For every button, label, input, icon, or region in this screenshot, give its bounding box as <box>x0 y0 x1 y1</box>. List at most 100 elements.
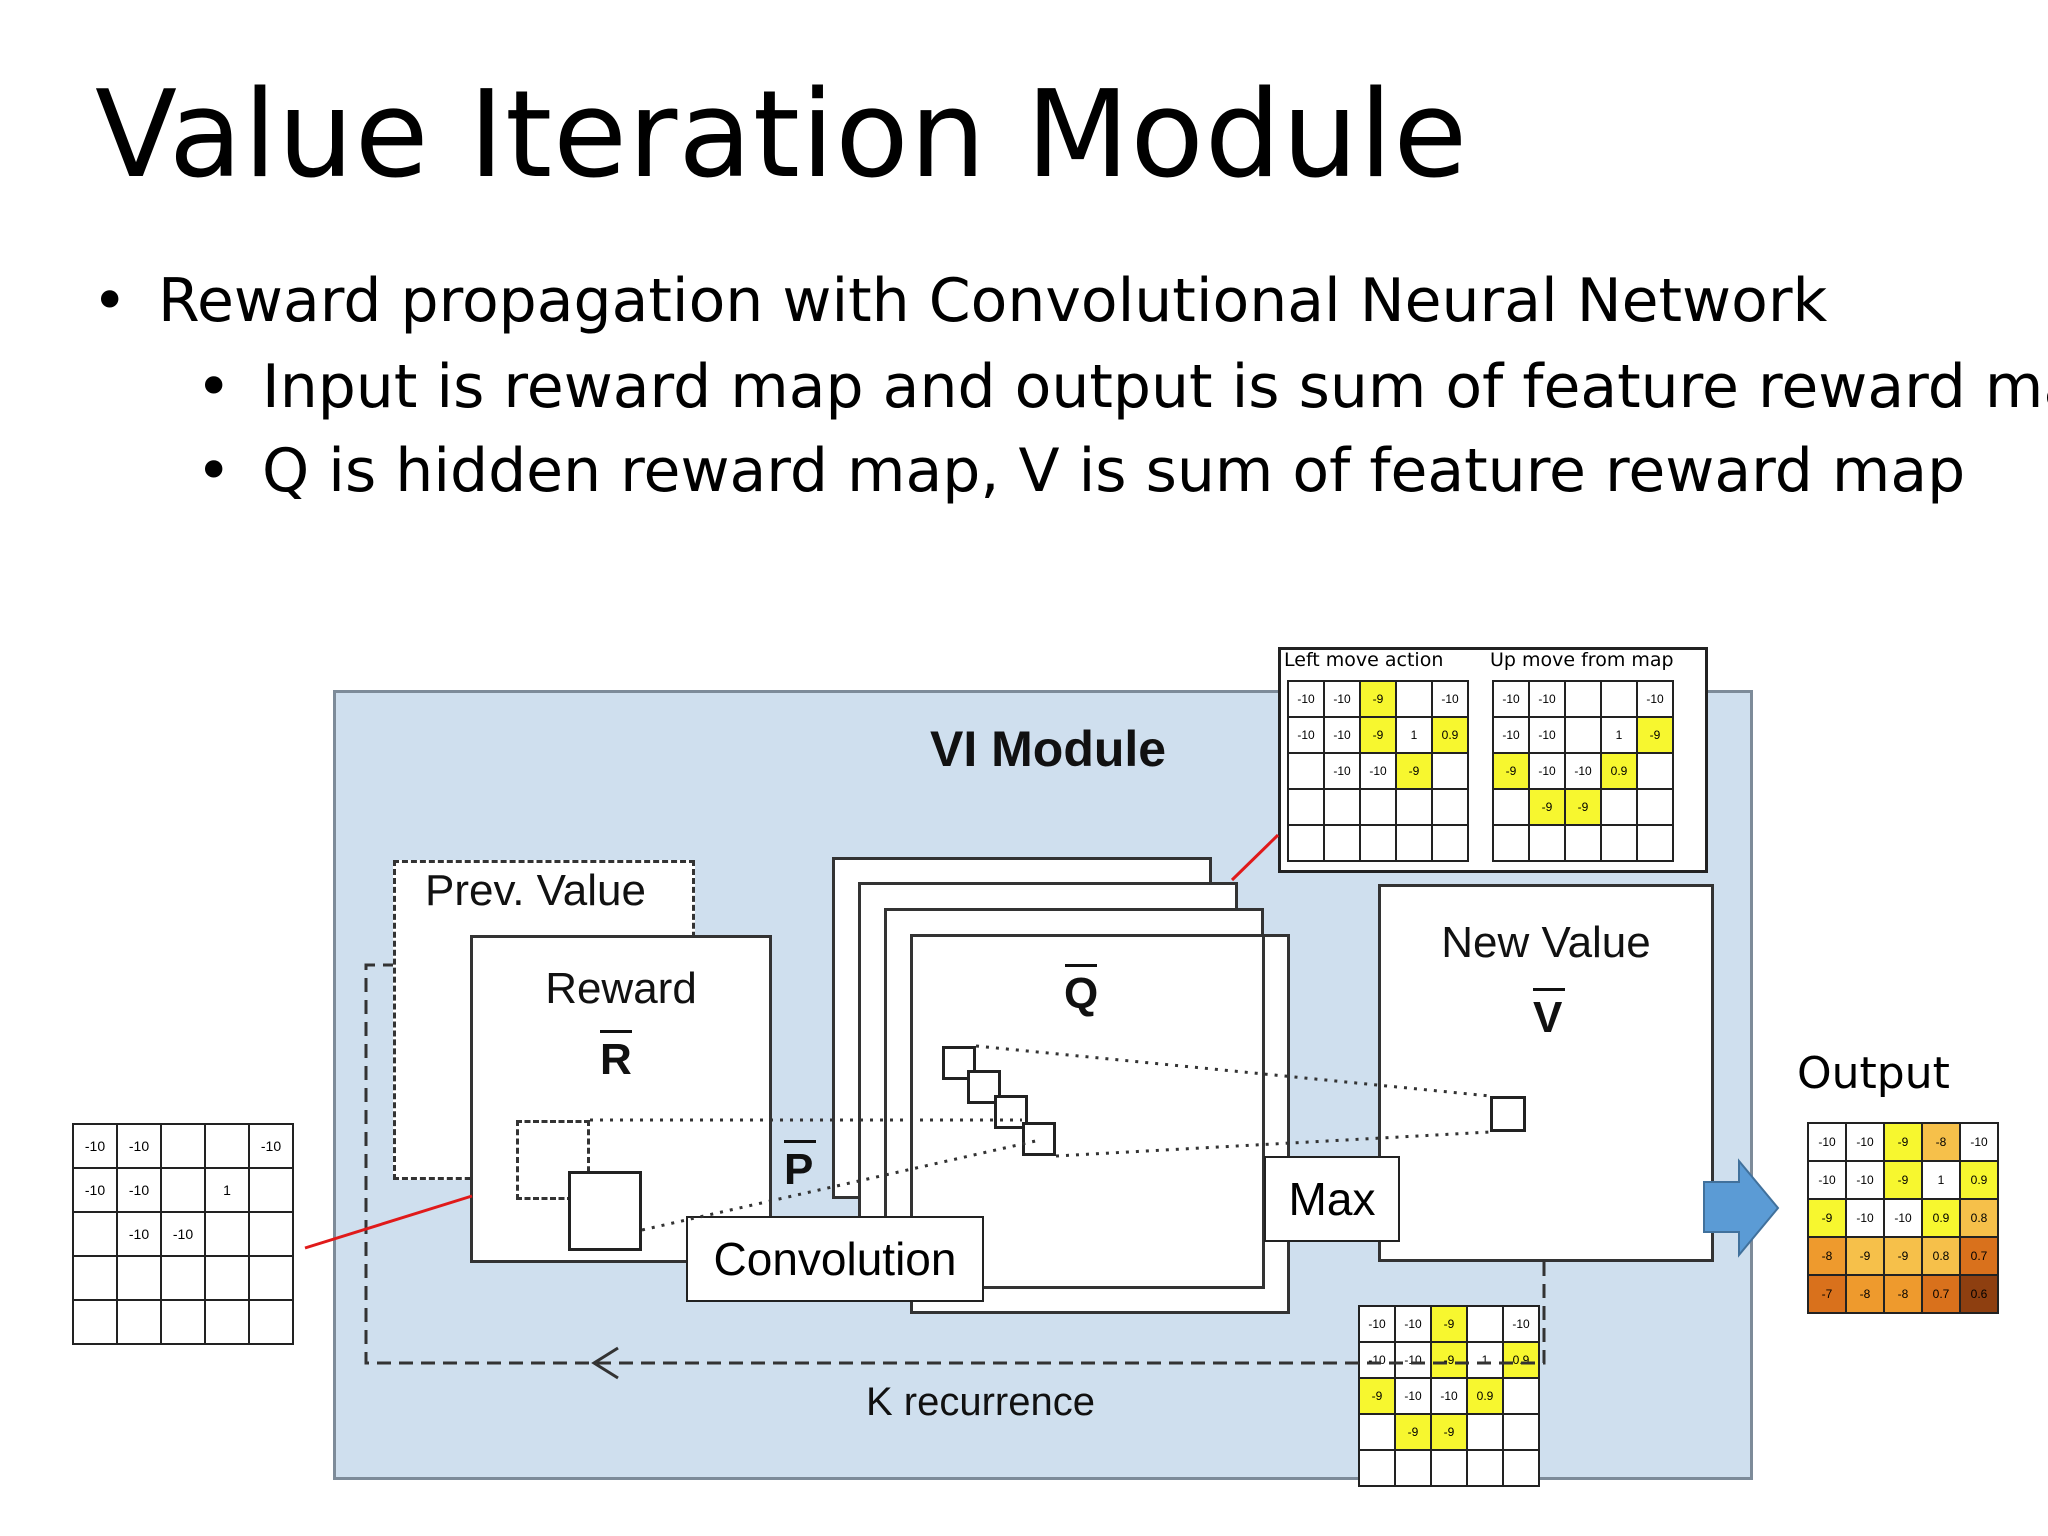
grid-cell: -10 <box>1430 1377 1468 1415</box>
grid-row <box>1287 824 1469 862</box>
grid-row: -10-10-10 <box>1492 680 1674 718</box>
grid-cell: -7 <box>1807 1274 1847 1314</box>
grid-cell <box>1600 788 1638 826</box>
grid-cell <box>1431 824 1469 862</box>
grid-cell: -10 <box>1359 752 1397 790</box>
grid-cell <box>1502 1449 1540 1487</box>
grid-row <box>72 1299 294 1345</box>
convolution-tag: Convolution <box>686 1216 984 1302</box>
grid-cell <box>1636 824 1674 862</box>
grid-cell: -9 <box>1883 1236 1923 1276</box>
grid-cell <box>1502 1377 1540 1415</box>
grid-cell <box>1636 788 1674 826</box>
v-cell <box>1490 1096 1526 1132</box>
grid-cell <box>1492 824 1530 862</box>
grid-cell: 1 <box>1395 716 1433 754</box>
grid-cell <box>1287 788 1325 826</box>
bullet-dot: • <box>196 436 232 506</box>
grid-cell: -10 <box>1394 1377 1432 1415</box>
grid-row: -10-10-9 <box>1287 752 1469 790</box>
grid-cell <box>1395 788 1433 826</box>
grid-cell <box>1430 1449 1468 1487</box>
grid-cell: -10 <box>1636 680 1674 718</box>
grid-cell: -9 <box>1636 716 1674 754</box>
grid-cell: -9 <box>1883 1122 1923 1162</box>
grid-cell: -10 <box>1492 716 1530 754</box>
grid-cell: 0.9 <box>1600 752 1638 790</box>
grid-cell: -10 <box>1528 716 1566 754</box>
grid-cell: -10 <box>1845 1160 1885 1200</box>
grid-cell <box>72 1211 118 1257</box>
grid-cell: -10 <box>1394 1341 1432 1379</box>
grid-cell <box>1323 788 1361 826</box>
up-move-label: Up move from map <box>1490 649 1674 671</box>
bullet-1-text: Reward propagation with Convolutional Ne… <box>158 266 1828 336</box>
grid-cell <box>248 1211 294 1257</box>
grid-cell <box>72 1299 118 1345</box>
left-move-label: Left move action <box>1284 649 1444 671</box>
grid-row <box>72 1255 294 1301</box>
grid-cell <box>1600 824 1638 862</box>
v-symbol: V <box>1533 988 1565 1043</box>
grid-cell: 0.8 <box>1959 1198 1999 1238</box>
bullet-3-text: Q is hidden reward map, V is sum of feat… <box>262 436 1966 506</box>
grid-cell: -9 <box>1359 680 1397 718</box>
grid-cell <box>116 1299 162 1345</box>
grid-cell <box>248 1167 294 1213</box>
grid-cell <box>1323 824 1361 862</box>
grid-cell <box>1466 1305 1504 1343</box>
vi-module-title: VI Module <box>930 721 1167 777</box>
grid-cell <box>1466 1449 1504 1487</box>
grid-cell <box>1358 1449 1396 1487</box>
grid-cell <box>204 1299 250 1345</box>
prev-value-label: Prev. Value <box>425 866 646 915</box>
k-recurrence-label: K recurrence <box>866 1380 1095 1424</box>
grid-cell <box>248 1255 294 1301</box>
grid-cell <box>204 1123 250 1169</box>
grid-cell <box>204 1255 250 1301</box>
grid-cell: -10 <box>1492 680 1530 718</box>
grid-cell: -8 <box>1921 1122 1961 1162</box>
grid-cell: -10 <box>1502 1305 1540 1343</box>
grid-cell <box>160 1255 206 1301</box>
grid-cell: -8 <box>1883 1274 1923 1314</box>
grid-cell: -9 <box>1358 1377 1396 1415</box>
grid-cell: -10 <box>1845 1122 1885 1162</box>
grid-cell: 0.9 <box>1431 716 1469 754</box>
grid-cell: -10 <box>1528 752 1566 790</box>
grid-cell <box>160 1167 206 1213</box>
grid-cell: -9 <box>1430 1341 1468 1379</box>
output-label: Output <box>1797 1048 1950 1099</box>
grid-cell <box>1358 1413 1396 1451</box>
grid-cell: -9 <box>1430 1413 1468 1451</box>
grid-cell <box>160 1123 206 1169</box>
bullet-3: • Q is hidden reward map, V is sum of fea… <box>196 436 1965 506</box>
bullet-2: •Input is reward map and output is sum o… <box>196 352 2048 422</box>
grid-cell: -10 <box>1807 1160 1847 1200</box>
grid-cell: 1 <box>1466 1341 1504 1379</box>
grid-cell: -10 <box>1528 680 1566 718</box>
q-symbol: Q <box>1064 964 1098 1019</box>
max-tag: Max <box>1264 1156 1400 1242</box>
grid-cell: -9 <box>1395 752 1433 790</box>
grid-cell <box>1395 680 1433 718</box>
grid-cell: -10 <box>1287 716 1325 754</box>
reward-label: Reward <box>545 964 697 1013</box>
grid-cell <box>1636 752 1674 790</box>
grid-row <box>1492 824 1674 862</box>
grid-cell <box>248 1299 294 1345</box>
grid-cell: -8 <box>1807 1236 1847 1276</box>
grid-cell: -10 <box>72 1167 118 1213</box>
grid-cell <box>1564 824 1602 862</box>
grid-cell <box>1431 788 1469 826</box>
grid-cell <box>1395 824 1433 862</box>
